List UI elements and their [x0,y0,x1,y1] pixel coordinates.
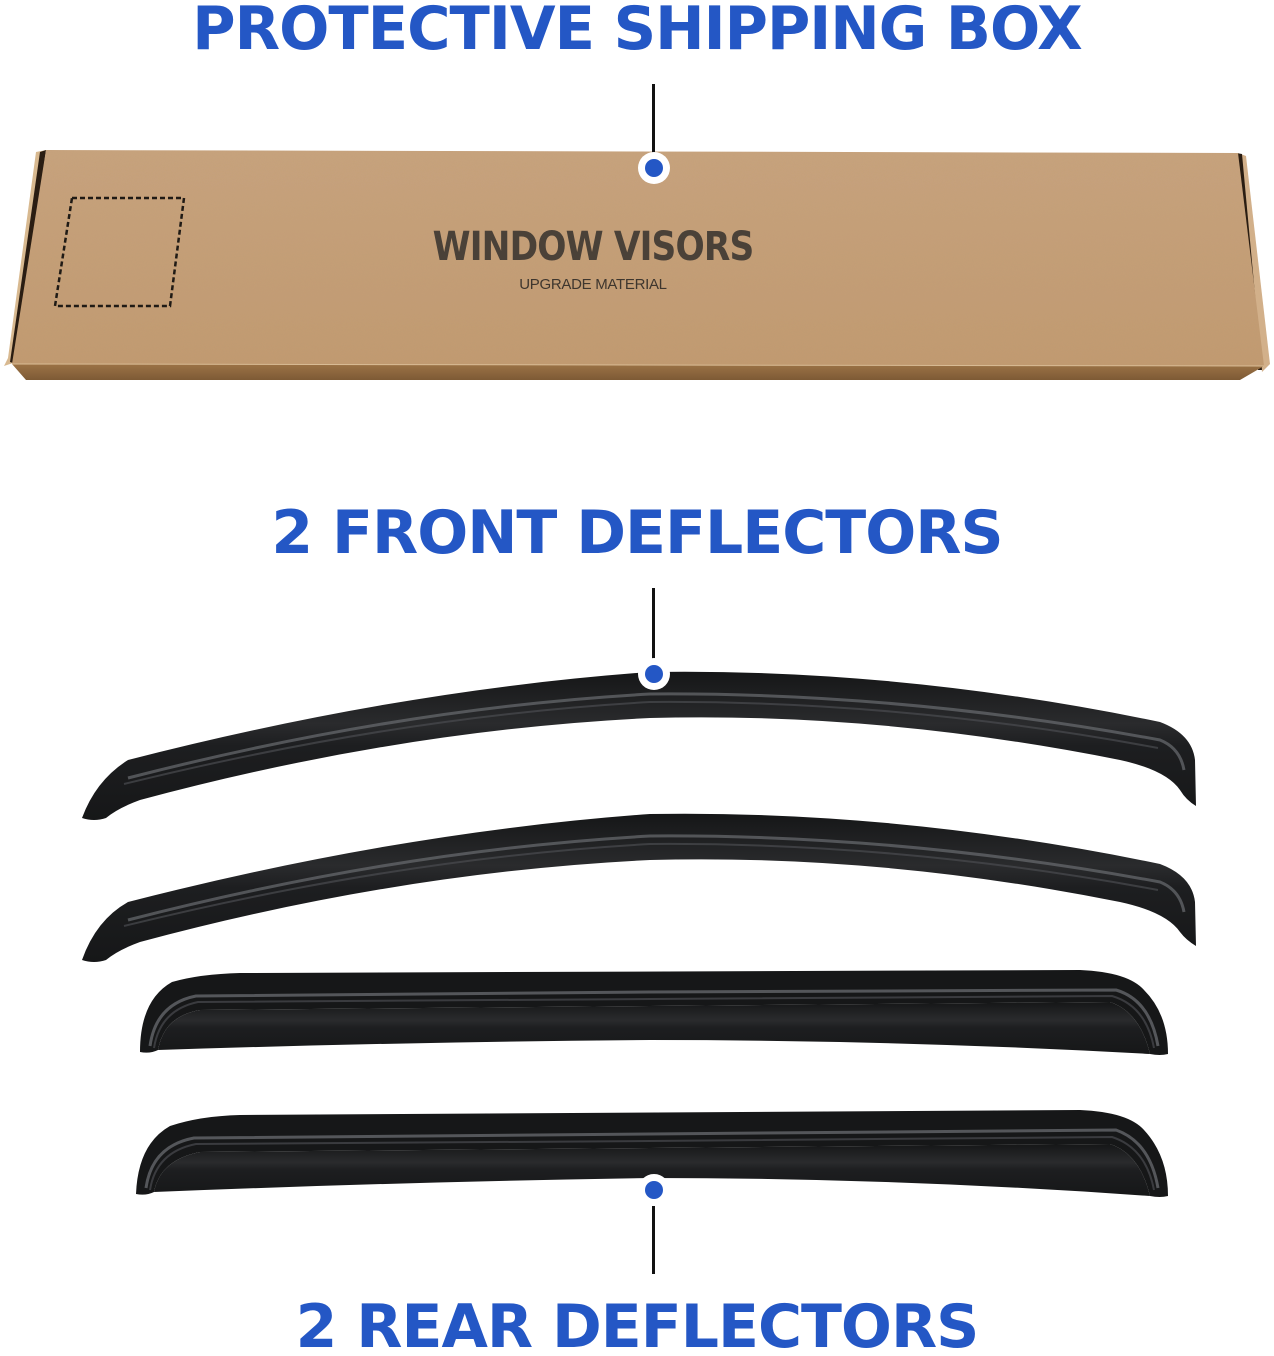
box-print-title: WINDOW VISORS [432,224,755,270]
rear-deflector-2 [136,1110,1168,1197]
rear-leader-line [652,1206,655,1274]
box-leader-line [652,84,655,154]
front-callout-dot [638,658,670,690]
front-deflector-2 [82,813,1196,962]
front-deflector-1 [82,671,1196,820]
rear-deflectors-label: 2 REAR DEFLECTORS [295,1292,980,1356]
front-leader-line [652,588,655,660]
marker-dot-icon [645,665,663,683]
marker-dot-icon [645,159,663,177]
rear-deflector-1 [140,970,1168,1055]
marker-dot-icon [645,1181,663,1199]
front-deflectors-label: 2 FRONT DEFLECTORS [271,498,1003,568]
box-print-subtitle: UPGRADE MATERIAL [519,276,667,293]
box-callout-dot [638,152,670,184]
shipping-box-label: PROTECTIVE SHIPPING BOX [192,0,1082,64]
shipping-box [4,150,1270,380]
rear-callout-dot [638,1174,670,1206]
